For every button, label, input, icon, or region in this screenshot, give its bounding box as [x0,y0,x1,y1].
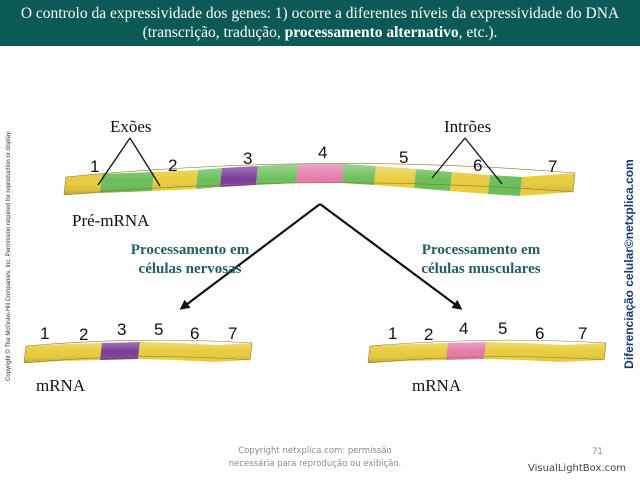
footer-copyright-line-2: necessária para reprodução ou exibição. [228,459,402,469]
slide-number: 71 [592,447,603,457]
arrow-to-muscle-mrna [319,203,463,310]
pre-mrna-number-6: 6 [473,156,482,175]
alternative-splicing-diagram: Exões Intrões 1 2 3 4 5 6 7 Pré-mRNA Pro… [23,117,607,395]
watermark-link[interactable]: VisualLightBox.com [528,463,626,474]
muscle-mrna-number-5: 5 [498,319,507,338]
nerve-mrna-number-2: 2 [79,325,88,344]
right-process-line-2: células musculares [421,261,540,277]
muscle-mrna-number-4: 4 [459,319,468,338]
muscle-mrna-number-1: 1 [388,324,397,343]
pre-mrna-number-3: 3 [243,149,252,168]
left-process-line-2: células nervosas [139,261,242,277]
muscle-mrna-number-7: 7 [578,324,587,343]
nerve-cell-mrna-strand [23,339,253,364]
nerve-mrna-number-5: 5 [154,320,163,339]
muscle-mrna-number-2: 2 [424,325,433,344]
publisher-copyright-vertical: Copyright © The McGraw-Hill Companies, I… [6,130,12,381]
right-process-line-1: Processamento em [422,242,541,258]
muscle-mrna-label: mRNA [412,376,462,395]
intron-pointer-lines [431,137,503,185]
arrow-to-nerve-mrna [179,203,321,310]
title-line-2-bold: processamento alternativo [284,24,459,41]
nerve-mrna-number-6: 6 [190,324,199,343]
title-line-2: (transcrição, tradução, processamento al… [0,24,640,42]
exon-pointer-lines [97,137,161,187]
nerve-mrna-number-1: 1 [40,324,49,343]
nerve-mrna-label: mRNA [36,376,86,395]
left-process-line-1: Processamento em [131,242,250,258]
pre-mrna-strand [63,163,576,196]
pre-mrna-number-7: 7 [548,157,557,176]
title-line-1: O controlo da expressividade dos genes: … [20,5,620,22]
title-line-2-start: (transcrição, tradução, [142,24,285,41]
introns-label: Intrões [444,117,491,136]
footer-copyright: Copyright netxplica.com: permissão neces… [200,445,430,471]
nerve-mrna-number-3: 3 [117,320,126,339]
pre-mrna-number-5: 5 [399,148,408,167]
pre-mrna-label: Pré-mRNA [72,211,150,230]
muscle-cell-mrna-strand [367,339,607,364]
pre-mrna-number-2: 2 [168,156,177,175]
footer-copyright-line-1: Copyright netxplica.com: permissão [238,446,392,456]
title-line-2-end: , etc.). [458,24,498,41]
muscle-mrna-number-6: 6 [535,324,544,343]
pre-mrna-number-4: 4 [318,143,327,162]
pre-mrna-number-1: 1 [90,157,99,176]
nerve-mrna-number-7: 7 [228,324,237,343]
title-banner: O controlo da expressividade dos genes: … [0,0,640,46]
side-caption-vertical: Diferenciação celular©netxplica.com [622,159,636,369]
exons-label: Exões [110,117,152,136]
